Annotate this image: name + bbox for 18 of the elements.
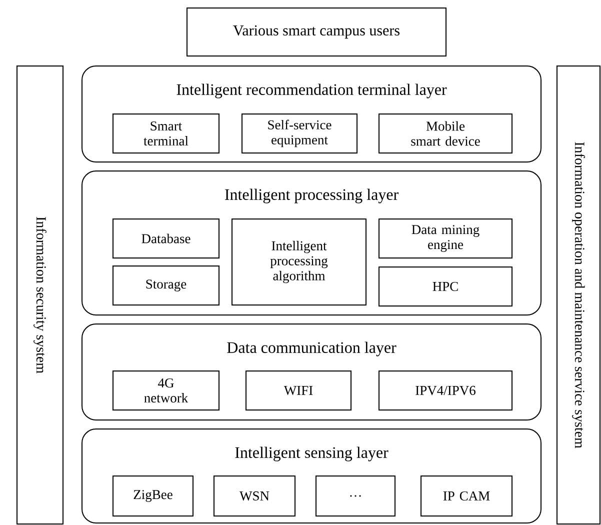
component-box: IP CAM: [420, 476, 512, 516]
side-panel: Information operation and maintenance service system: [556, 66, 600, 524]
component-box: Intelligent processing algorithm: [232, 218, 366, 306]
component-box: HPC: [378, 266, 512, 306]
component-box: Smart terminal: [112, 114, 220, 154]
component-box: Self-service equipment: [242, 114, 358, 154]
component-box: IPV4/IPV6: [378, 370, 512, 410]
side-panel: Information security system: [16, 66, 64, 524]
user-box: Various smart campus users: [186, 8, 446, 56]
component-box: Mobile smart device: [378, 114, 512, 154]
component-box: Database: [112, 218, 220, 258]
component-box: Data mining engine: [378, 218, 512, 258]
component-box: …: [316, 476, 396, 516]
component-box: WSN: [214, 476, 296, 516]
component-box: 4G network: [112, 370, 220, 410]
component-box: ZigBee: [112, 476, 194, 516]
component-box: WIFI: [246, 370, 352, 410]
component-box: Storage: [112, 266, 220, 306]
